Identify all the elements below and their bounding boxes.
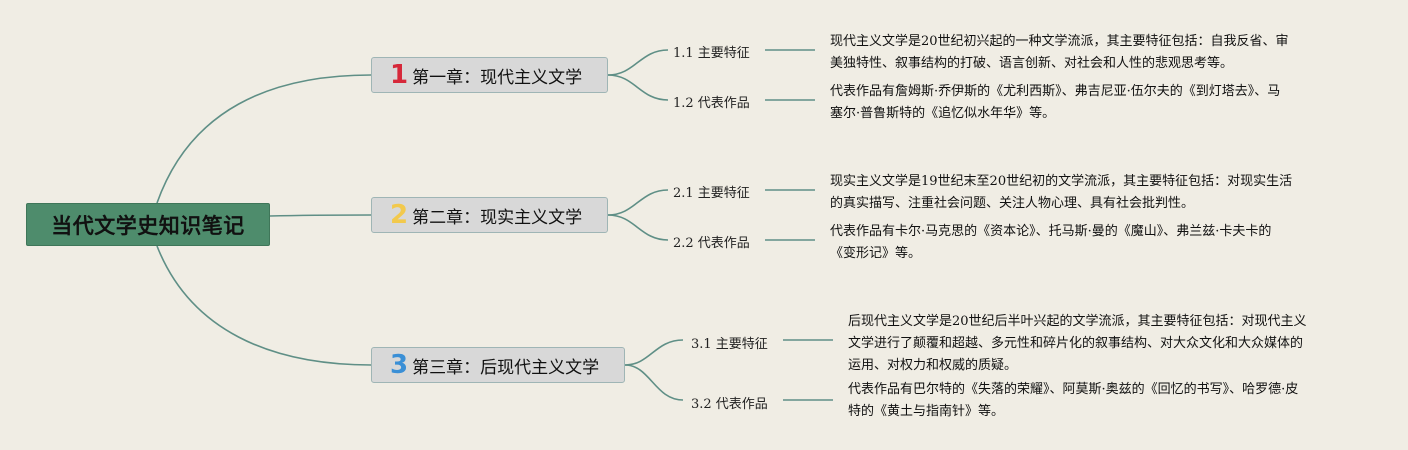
root-title: 当代文学史知识笔记 [51,213,245,238]
chapter-3-to-sub-1-connector [624,339,684,366]
chapter-2-to-sub-2-connector [607,214,669,241]
chapter-1-node[interactable]: 1 第一章：现代主义文学 [371,57,608,93]
subtopic-2-2[interactable]: 2.2 代表作品 [673,236,750,251]
chapter-2-node[interactable]: 2 第二章：现实主义文学 [371,197,608,233]
chapter-2-title: 第二章：现实主义文学 [412,207,583,228]
description-line: 特的《黄土与指南针》等。 [848,404,1005,419]
root-to-chapter-3-connector [156,245,372,366]
subtopic-1-2[interactable]: 1.2 代表作品 [673,96,750,111]
root-topic[interactable]: 当代文学史知识笔记 [26,203,270,246]
chapter-3-node[interactable]: 3 第三章：后现代主义文学 [371,347,625,383]
root-to-chapter-1-connector [156,74,372,204]
chapter-1-to-sub-2-connector [607,74,669,101]
chapter-1-to-sub-1-connector [607,49,669,76]
description-1-2: 代表作品有詹姆斯·乔伊斯的《尤利西斯》、弗吉尼亚·伍尔夫的《到灯塔去》、马 塞尔… [830,81,1280,125]
chapter-1-number-icon: 1 [390,60,409,90]
description-2-1: 现实主义文学是19世纪末至20世纪初的文学流派，其主要特征包括：对现实生活 的真… [830,171,1292,215]
chapter-3-to-sub-2-connector [624,364,684,401]
description-line: 运用、对权力和权威的质疑。 [848,358,1018,373]
chapter-3-title: 第三章：后现代主义文学 [412,357,600,378]
chapter-3-number-icon: 3 [390,350,409,380]
root-to-chapter-2-connector [269,214,372,217]
subtopic-3-1[interactable]: 3.1 主要特征 [691,337,768,352]
description-line: 塞尔·普鲁斯特的《追忆似水年华》等。 [830,106,1056,121]
description-line: 代表作品有巴尔特的《失落的荣耀》、阿莫斯·奥兹的《回忆的书写》、哈罗德·皮 [848,382,1299,397]
description-line: 代表作品有卡尔·马克思的《资本论》、托马斯·曼的《魔山》、弗兰兹·卡夫卡的 [830,224,1272,239]
description-line: 现实主义文学是19世纪末至20世纪初的文学流派，其主要特征包括：对现实生活 [830,174,1293,189]
subtopic-2-1[interactable]: 2.1 主要特征 [673,186,750,201]
description-line: 《变形记》等。 [830,246,922,261]
description-1-1: 现代主义文学是20世纪初兴起的一种文学流派，其主要特征包括：自我反省、审 美独特… [830,31,1289,75]
description-line: 美独特性、叙事结构的打破、语言创新、对社会和人性的悲观思考等。 [830,56,1234,71]
description-3-1: 后现代主义文学是20世纪后半叶兴起的文学流派，其主要特征包括：对现代主义 文学进… [848,311,1307,377]
description-line: 现代主义文学是20世纪初兴起的一种文学流派，其主要特征包括：自我反省、审 [830,34,1289,49]
description-line: 的真实描写、注重社会问题、关注人物心理、具有社会批判性。 [830,196,1195,211]
subtopic-3-2[interactable]: 3.2 代表作品 [691,397,768,412]
description-line: 文学进行了颠覆和超越、多元性和碎片化的叙事结构、对大众文化和大众媒体的 [848,336,1304,351]
description-3-2: 代表作品有巴尔特的《失落的荣耀》、阿莫斯·奥兹的《回忆的书写》、哈罗德·皮 特的… [848,379,1298,423]
chapter-1-title: 第一章：现代主义文学 [412,67,583,88]
subtopic-1-1[interactable]: 1.1 主要特征 [673,46,750,61]
chapter-2-to-sub-1-connector [607,189,669,216]
description-2-2: 代表作品有卡尔·马克思的《资本论》、托马斯·曼的《魔山》、弗兰兹·卡夫卡的 《变… [830,221,1271,265]
description-line: 后现代主义文学是20世纪后半叶兴起的文学流派，其主要特征包括：对现代主义 [848,314,1307,329]
description-line: 代表作品有詹姆斯·乔伊斯的《尤利西斯》、弗吉尼亚·伍尔夫的《到灯塔去》、马 [830,84,1281,99]
chapter-2-number-icon: 2 [390,200,409,230]
